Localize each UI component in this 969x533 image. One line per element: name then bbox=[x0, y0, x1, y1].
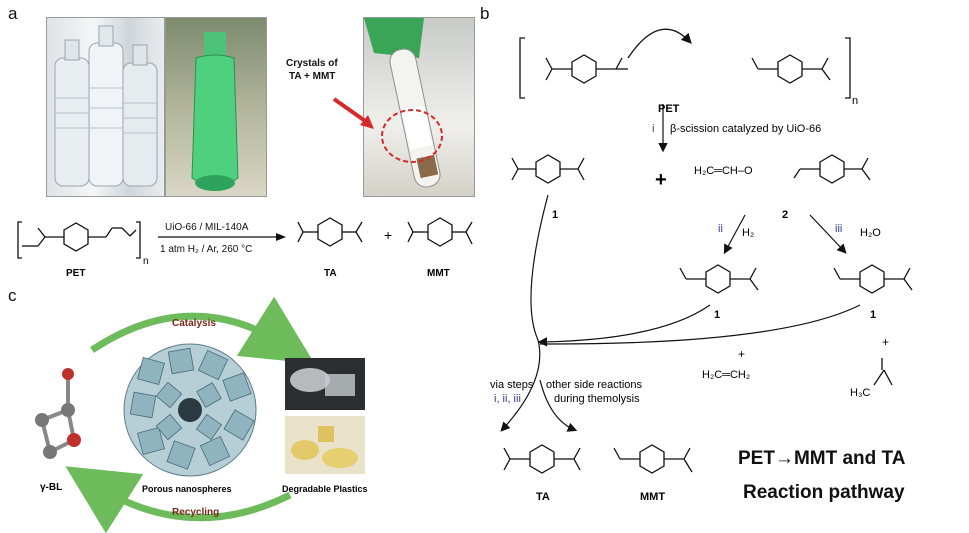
panel-c-letter: c bbox=[8, 286, 17, 305]
panel-b-scheme: PET n i β-scission catalyzed by UiO-66 +… bbox=[490, 28, 913, 503]
b-side-reactions-1: other side reactions bbox=[546, 379, 642, 391]
panel-a-n-label: n bbox=[143, 256, 149, 267]
green-bottle-illustration bbox=[191, 32, 239, 191]
panel-a-plus: + bbox=[384, 227, 392, 243]
b-step-ii-roman: ii bbox=[718, 223, 723, 235]
b-step-iii-roman: iii bbox=[835, 223, 842, 235]
photo-green-bottle bbox=[165, 17, 267, 197]
b-compound-1: 1 bbox=[552, 209, 558, 221]
b-compound-2: 2 bbox=[782, 209, 788, 221]
panel-a-scheme: UiO-66 / MIL-140A 1 atm H₂ / Ar, 260 °C … bbox=[17, 217, 473, 279]
recycling-arrow bbox=[65, 466, 292, 533]
degradable-label: Degradable Plastics bbox=[282, 484, 368, 494]
b-product-1a: 1 bbox=[714, 309, 720, 321]
catalysis-label: Catalysis bbox=[172, 318, 216, 329]
b-vinyl-formula: H₂C═CH–O bbox=[694, 165, 753, 177]
b-ta-label: TA bbox=[536, 491, 550, 503]
photo-empty-bottles bbox=[46, 17, 165, 197]
b-plus-2: + bbox=[738, 347, 745, 361]
b-side-reactions-2: during themolysis bbox=[554, 393, 640, 405]
b-n-label: n bbox=[852, 95, 858, 107]
photo-test-tube bbox=[363, 17, 475, 197]
recycling-label: Recycling bbox=[172, 507, 219, 518]
b-plus-3: + bbox=[882, 335, 889, 349]
panel-a-pet-label: PET bbox=[66, 268, 85, 279]
merge-curve-ii bbox=[537, 304, 711, 347]
b-plus: + bbox=[655, 169, 667, 191]
porous-nanosphere bbox=[123, 343, 257, 477]
crystals-label-line2: TA + MMT bbox=[289, 71, 336, 82]
panel-a-letter: a bbox=[8, 4, 18, 23]
b-product-1b: 1 bbox=[870, 309, 876, 321]
porous-label: Porous nanospheres bbox=[142, 484, 232, 494]
test-tube-illustration bbox=[364, 18, 443, 188]
b-pet-label: PET bbox=[658, 103, 680, 115]
gbl-label: γ-BL bbox=[40, 482, 62, 493]
side-reaction-curve bbox=[539, 379, 578, 432]
crystals-arrow bbox=[332, 97, 374, 129]
b-step-ii-reagent: H₂ bbox=[742, 227, 754, 239]
panel-a-ta-label: TA bbox=[324, 268, 337, 279]
bottles-illustration bbox=[54, 25, 158, 187]
panel-b-letter: b bbox=[480, 4, 490, 23]
b-via-steps-1: via steps bbox=[490, 379, 534, 391]
crystals-label-line1: Crystals of bbox=[286, 58, 338, 69]
dashed-highlight-ellipse bbox=[381, 109, 443, 163]
step-iii-arrow bbox=[809, 214, 847, 254]
merge-curve-iii bbox=[539, 304, 861, 345]
b-step-i-roman: i bbox=[652, 123, 654, 135]
catalysis-arrow bbox=[90, 296, 315, 364]
b-mmt-label: MMT bbox=[640, 491, 665, 503]
b-step-i-text: β-scission catalyzed by UiO-66 bbox=[670, 123, 821, 135]
b-acetaldehyde: H₃C bbox=[850, 387, 870, 399]
panel-a-mmt-label: MMT bbox=[427, 268, 450, 279]
b-ethylene: H₂C═CH₂ bbox=[702, 369, 750, 381]
b-via-steps-2: i, ii, iii bbox=[494, 393, 521, 405]
b-step-iii-reagent: H₂O bbox=[860, 227, 881, 239]
panel-a-catalyst-text: UiO-66 / MIL-140A bbox=[165, 222, 249, 233]
pathway-title-line2: Reaction pathway bbox=[743, 482, 905, 503]
step-ii-arrow bbox=[723, 214, 746, 255]
panel-a-conditions-text: 1 atm H₂ / Ar, 260 °C bbox=[160, 244, 252, 255]
gbl-molecule bbox=[35, 368, 81, 459]
pathway-title-line1: PET→MMT and TA bbox=[738, 448, 906, 469]
panel-c-diagram: Catalysis Recycling γ-BL bbox=[35, 296, 368, 533]
